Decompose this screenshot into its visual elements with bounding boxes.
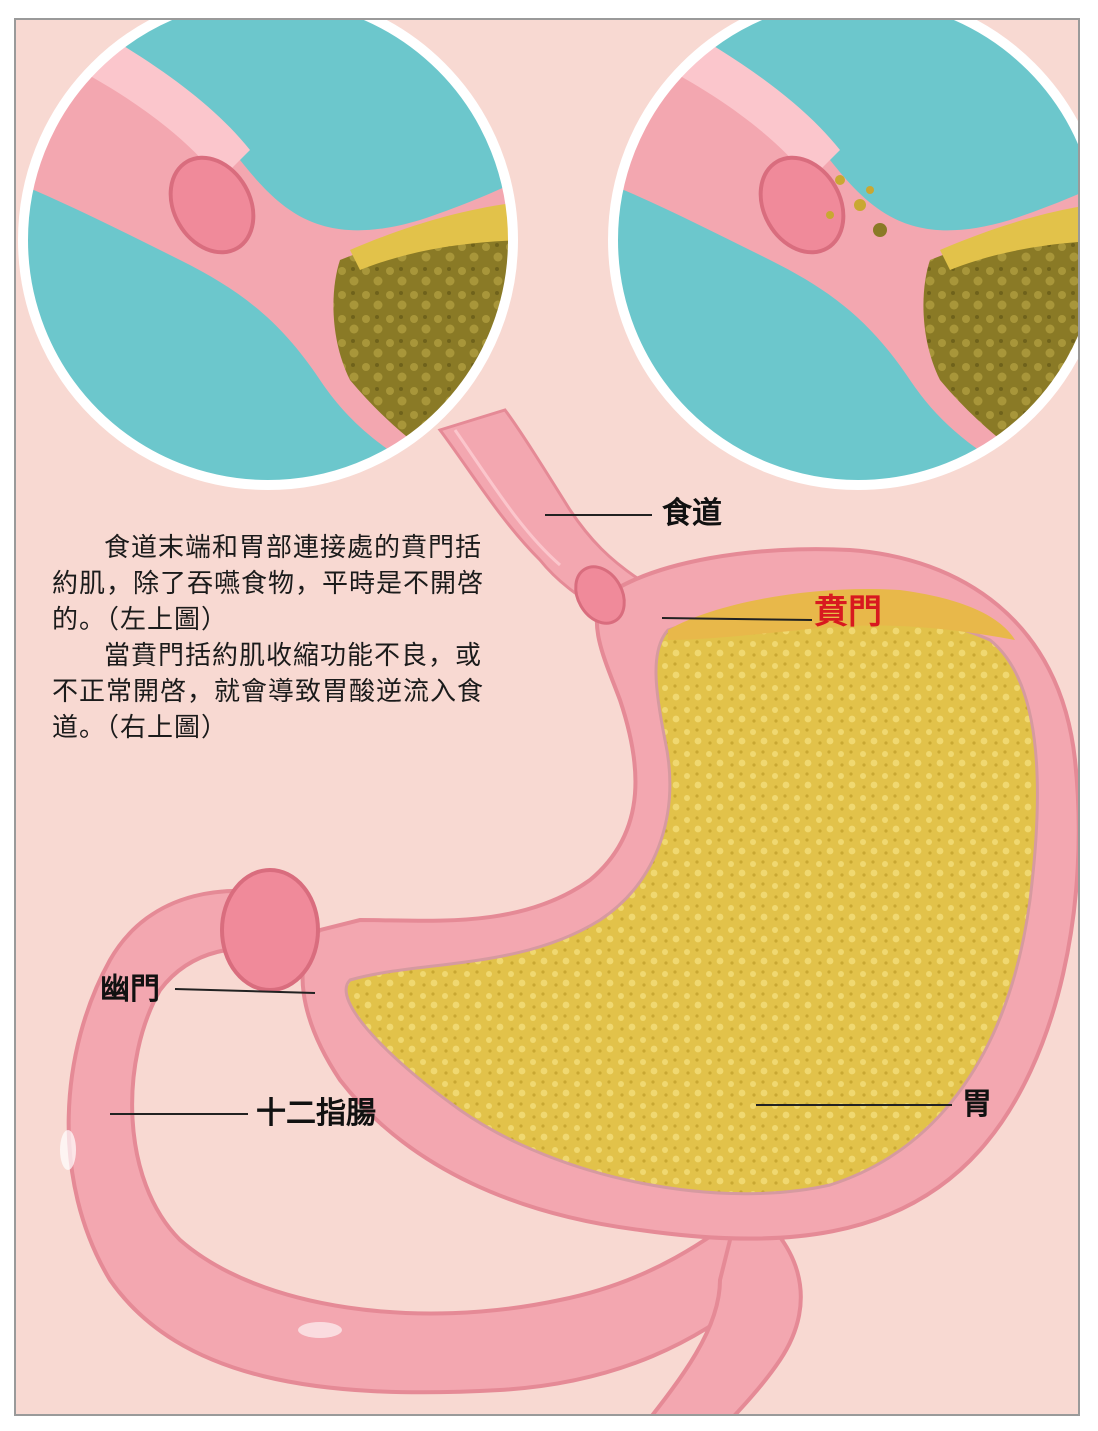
cardia-label: 賁門: [814, 596, 882, 628]
description-text: 食道末端和胃部連接處的賁門括約肌，除了吞嚥食物，平時是不開啓的。（左上圖） 當賁…: [52, 530, 488, 746]
inset-open-sphincter: [600, 0, 1098, 520]
pylorus-opening: [222, 870, 318, 990]
esophagus-label: 食道: [662, 498, 722, 530]
stomach-label: 胃: [962, 1089, 992, 1121]
description-paragraph-1: 食道末端和胃部連接處的賁門括約肌，除了吞嚥食物，平時是不開啓的。（左上圖）: [52, 530, 488, 638]
duodenum-label: 十二指腸: [256, 1098, 376, 1130]
pylorus-leader-line: [175, 989, 315, 993]
description-paragraph-2: 當賁門括約肌收縮功能不良，或不正常開啓，就會導致胃酸逆流入食道。（右上圖）: [52, 638, 488, 746]
pylorus-label: 幽門: [100, 974, 160, 1006]
